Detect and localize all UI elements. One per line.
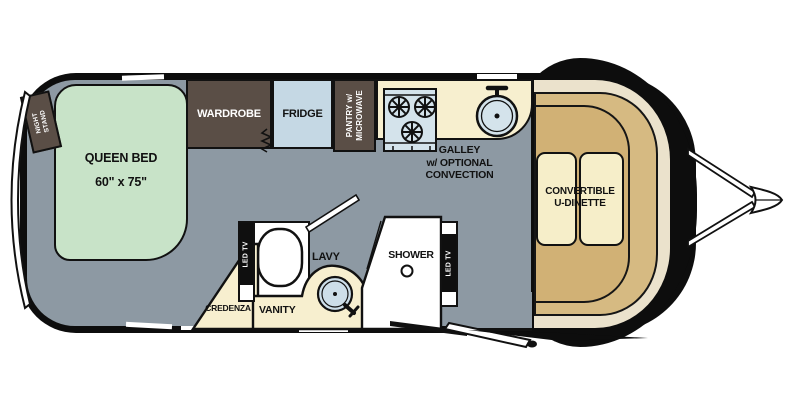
led-tv-right-label: LED TV: [445, 249, 453, 277]
toilet-platform: [252, 221, 310, 301]
window: [477, 74, 517, 79]
queen-bed-label-line1: QUEEN BED: [84, 151, 158, 165]
wardrobe-label: WARDROBE: [197, 108, 261, 120]
dinette-partition-wall: [531, 79, 534, 328]
window: [299, 327, 348, 332]
credenza-label: CREDENZA: [205, 303, 251, 313]
hitch-icon: [687, 147, 784, 249]
lavy-label: LAVY: [312, 251, 340, 263]
dinette-cushion: [579, 152, 624, 246]
queen-bed-label: QUEEN BED 60" x 75": [54, 146, 188, 194]
led-tv-screen: LED TV: [442, 234, 456, 292]
fridge: FRIDGE: [272, 79, 333, 149]
wardrobe: WARDROBE: [186, 79, 272, 149]
entry-door-opening: [458, 292, 532, 331]
queen-bed: [54, 84, 188, 261]
shower-label: SHOWER: [388, 249, 434, 261]
fridge-label: FRIDGE: [282, 108, 323, 120]
led-tv-left: LED TV: [238, 221, 255, 302]
door-handle-dot: [527, 340, 537, 348]
vanity-label: VANITY: [259, 304, 296, 316]
galley-label: GALLEY w/ OPTIONAL CONVECTION: [425, 144, 494, 181]
queen-bed-size-label: 60" x 75": [95, 175, 147, 189]
dinette-cushion: [536, 152, 577, 246]
window: [181, 326, 215, 330]
led-tv-left-label: LED TV: [243, 240, 250, 268]
night-stand-label: NIGHT STAND: [30, 109, 51, 135]
led-tv-screen: LED TV: [240, 223, 253, 285]
pantry-microwave-cabinet: PANTRY w/ MICROWAVE: [333, 79, 376, 152]
pantry-label: PANTRY w/ MICROWAVE: [345, 90, 364, 141]
dinette-label: CONVERTIBLE U-DINETTE: [545, 186, 615, 209]
led-tv-right: LED TV: [440, 221, 458, 307]
cooktop: [383, 88, 437, 152]
